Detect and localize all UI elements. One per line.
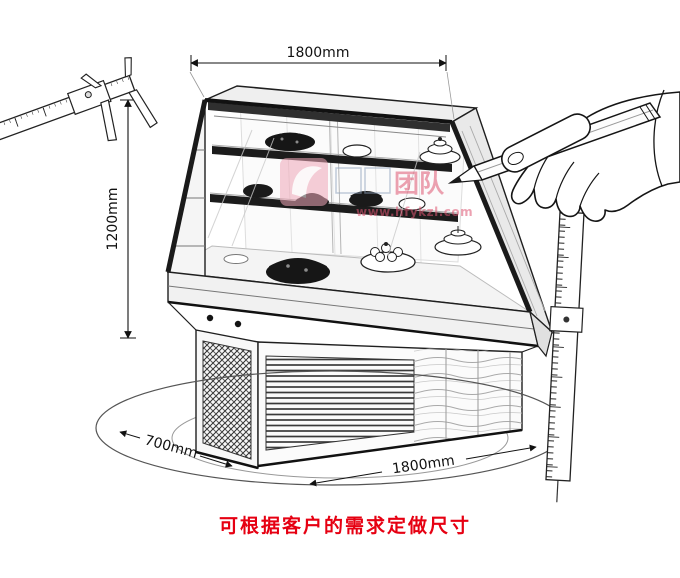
front-width-line-b: [465, 444, 537, 460]
center-mirror-pillar: [328, 103, 342, 255]
caliper-thumb-screw: [84, 91, 92, 99]
watermark-char-box: [335, 167, 362, 194]
thumb-shape: [501, 113, 591, 173]
caliper-major-ticks: [0, 87, 103, 148]
ruler-rod-bottom: [556, 480, 559, 503]
watermark-char-box: [364, 167, 391, 194]
ruler-slider-screw: [563, 316, 570, 323]
cake-big-dark: [266, 260, 330, 284]
wood-panel: [414, 348, 522, 445]
cake-chocolate-top: [267, 132, 313, 142]
cakes-shelf-1: [265, 132, 461, 165]
depth-line-a: [119, 430, 141, 439]
extension-lines: [189, 71, 455, 120]
cake-sprinkle: [295, 140, 299, 144]
cake-cherry: [384, 242, 388, 246]
plate: [223, 254, 249, 264]
right-front-pillar: [449, 121, 533, 313]
lamp-housing: [208, 102, 450, 132]
top-width-label: 1800mm: [287, 45, 350, 61]
dimension-top-width: 1800mm: [189, 45, 455, 120]
shelf-1: [212, 146, 452, 172]
base-bottom-edge-front: [257, 428, 523, 468]
cake-round: [342, 144, 372, 158]
caliper-upper-jaw-moving: [80, 73, 103, 89]
counter-band-groove: [167, 285, 535, 330]
ruler-scale: [545, 211, 568, 481]
caliper-jaw-moving: [100, 99, 118, 142]
lamp-tube: [213, 115, 447, 138]
hand-with-pencil: [447, 89, 680, 222]
thumbnail: [507, 151, 524, 166]
caption-text: 可根据客户的需求定做尺寸: [219, 514, 471, 537]
left-front-pillar: [165, 99, 208, 273]
pencil-lead: [450, 176, 462, 183]
cake-sprinkle: [280, 137, 284, 141]
band-to-base-left: [167, 301, 197, 331]
height-label: 1200mm: [105, 188, 121, 251]
caliper-vernier-scale: [76, 95, 106, 110]
vent-frame: [202, 340, 252, 460]
pencil-ferrule: [639, 104, 656, 122]
cake-dark: [349, 193, 383, 207]
band-to-base-right: [521, 345, 539, 353]
wood-plank-lines: [445, 349, 511, 440]
watermark-logo-glyph: [292, 166, 322, 198]
watermark-logo: [280, 158, 328, 206]
cakes-deck: [223, 226, 482, 284]
glass-reflection-lines: [207, 129, 421, 257]
base-bottom-edge-left: [195, 450, 259, 470]
counter-band-lip: [167, 300, 539, 348]
top-front-frame: [204, 98, 453, 124]
cake-dark: [243, 184, 273, 198]
watermark-team-text: 团队: [394, 169, 445, 198]
display-case: [165, 85, 554, 470]
counter-band-right-cap: [528, 310, 553, 358]
wrist-line: [653, 89, 665, 187]
steel-ruler: [545, 190, 585, 503]
shelf-1-surface: [211, 144, 453, 164]
vent-grille: [203, 341, 251, 459]
shelf-2: [210, 194, 458, 222]
cream-dollop: [375, 252, 385, 262]
vent-hatch-b: [203, 341, 251, 459]
cake-white: [398, 197, 426, 211]
wood-grain: [414, 348, 522, 445]
vernier-caliper: [0, 57, 158, 164]
depth-label: 700mm: [143, 432, 199, 461]
watermark: 团队 www.hfykzl.com: [280, 158, 473, 219]
right-side-hatch: [461, 125, 546, 317]
front-width-line-a: [309, 471, 383, 487]
cream-dollop: [387, 252, 397, 262]
cake-big-dark-top: [269, 258, 327, 270]
watermark-url: www.hfykzl.com: [356, 205, 473, 219]
hinge-knob: [206, 314, 214, 322]
thumb: [501, 113, 591, 173]
cake-sprinkle: [286, 264, 290, 268]
caliper-jaw-fixed: [128, 89, 158, 129]
front-width-label: 1800mm: [391, 453, 456, 478]
cake-cherry: [438, 137, 442, 141]
caliper-upper-jaw-fixed: [124, 57, 132, 78]
cake-sprinkle: [304, 268, 308, 272]
hinge-knob: [234, 320, 242, 328]
depth-line-b: [199, 455, 233, 468]
